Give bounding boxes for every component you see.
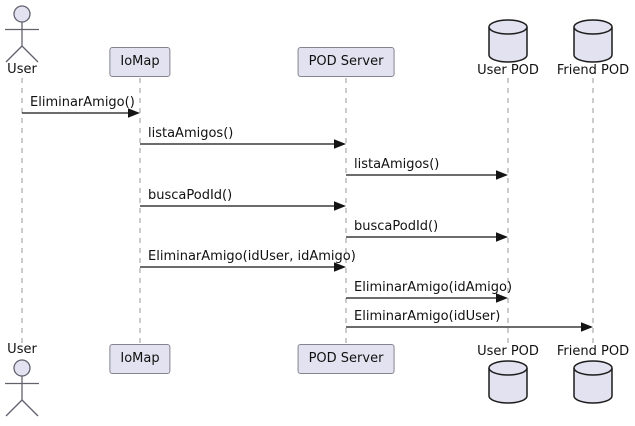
participant-box-podserver-top: POD Server [297, 47, 395, 77]
actor-icon-leg [21, 45, 39, 63]
message-arrowhead-7 [581, 322, 593, 332]
message-label-3: buscaPodId() [148, 188, 233, 203]
actor-icon-leg [5, 399, 23, 417]
actor-icon-leg [5, 45, 23, 63]
participant-label-friendpod-top: Friend POD [556, 63, 630, 78]
actor-icon-head [13, 5, 31, 23]
message-label-7: EliminarAmigo(idUser) [354, 309, 501, 324]
message-arrowhead-3 [334, 201, 346, 211]
participant-label-user-bottom: User [7, 342, 37, 357]
participant-box-podserver-bottom: POD Server [297, 344, 395, 374]
participant-label-userpod-bottom: User POD [477, 344, 539, 359]
actor-icon-leg [21, 399, 39, 417]
database-icon-body [488, 368, 528, 404]
message-arrowhead-0 [128, 108, 140, 118]
message-arrowhead-5 [334, 262, 346, 272]
message-arrowhead-1 [334, 139, 346, 149]
message-arrowhead-4 [496, 232, 508, 242]
database-icon-body [573, 27, 613, 63]
message-arrowhead-2 [496, 170, 508, 180]
message-label-1: listaAmigos() [148, 126, 234, 141]
participant-box-iomap-bottom: IoMap [109, 344, 171, 374]
database-icon-top [488, 360, 528, 376]
database-icon-top [573, 19, 613, 35]
participant-label-user-top: User [7, 62, 37, 77]
message-label-4: buscaPodId() [354, 219, 439, 234]
database-icon-body [488, 27, 528, 63]
message-label-5: EliminarAmigo(idUser, idAmigo) [148, 249, 356, 264]
message-label-2: listaAmigos() [354, 157, 440, 172]
database-icon-top [488, 19, 528, 35]
database-icon-body [573, 368, 613, 404]
participant-label-userpod-top: User POD [477, 63, 539, 78]
message-label-0: EliminarAmigo() [30, 95, 135, 110]
actor-icon-head [13, 359, 31, 377]
participant-box-iomap-top: IoMap [109, 47, 171, 77]
database-icon-top [573, 360, 613, 376]
message-label-6: EliminarAmigo(idAmigo) [354, 280, 513, 295]
participant-label-friendpod-bottom: Friend POD [556, 344, 630, 359]
message-arrowhead-6 [496, 293, 508, 303]
